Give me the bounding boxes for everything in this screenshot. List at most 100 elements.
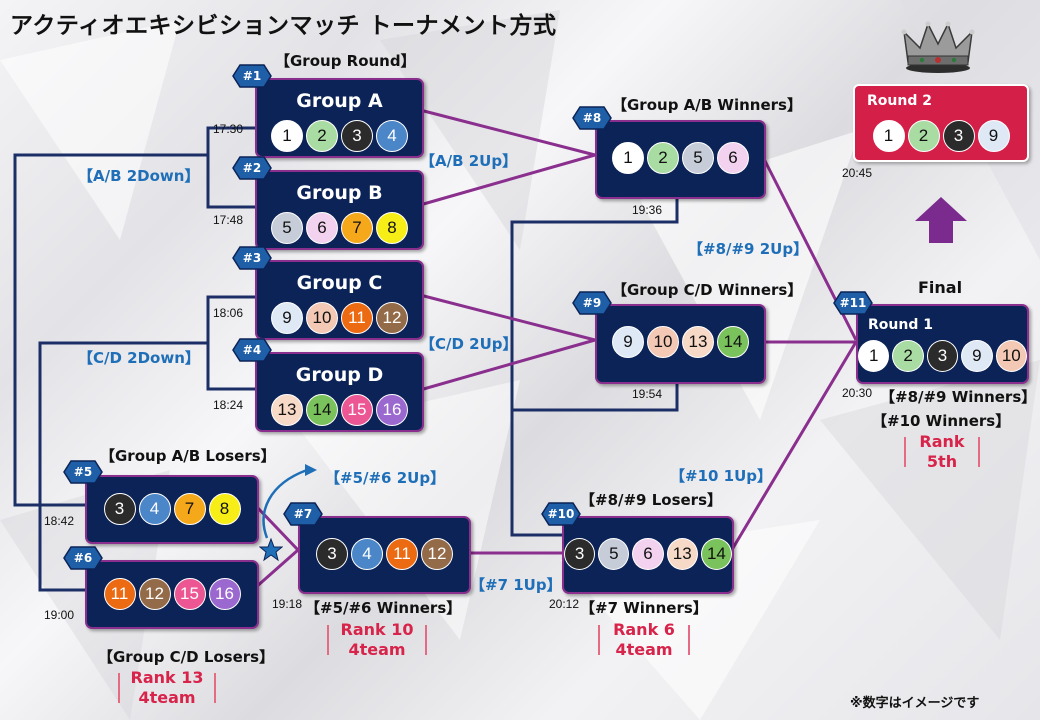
m56-winners-header: 【#5/#6 Winners】: [305, 599, 462, 617]
match-time-m3: 18:06: [213, 306, 244, 320]
m7-1up-label: 【#7 1Up】: [470, 576, 562, 594]
cd-losers-header: 【Group C/D Losers】: [98, 648, 275, 666]
team-ball-10: 10: [995, 340, 1028, 372]
team-ball-1: 1: [271, 120, 303, 152]
match-number-badge-m9: #9: [572, 291, 612, 315]
team-ball-3: 3: [942, 120, 975, 152]
team-ball-2: 2: [892, 340, 924, 372]
round1-label: Round 1: [868, 317, 933, 333]
match-number-badge-m10: #10: [541, 502, 581, 526]
team-ball-6: 6: [306, 212, 338, 244]
match-time-m5: 18:42: [44, 514, 75, 528]
team-ball-2: 2: [907, 120, 940, 152]
team-ball-12: 12: [421, 538, 453, 570]
team-ball-2: 2: [306, 120, 338, 152]
round2-time: 20:45: [842, 166, 873, 180]
star-icon: [258, 537, 284, 562]
match-time-m4: 18:24: [213, 398, 244, 412]
team-ball-14: 14: [700, 538, 733, 570]
team-ball-3: 3: [316, 538, 348, 570]
match-number-badge-m3: #3: [232, 246, 272, 270]
team-ball-13: 13: [682, 326, 714, 358]
team-ball-11: 11: [386, 538, 418, 570]
team-ball-6: 6: [632, 538, 664, 570]
match-time-m11: 20:30: [842, 386, 873, 400]
team-ball-4: 4: [376, 120, 408, 152]
team-ball-14: 14: [717, 326, 749, 358]
team-ball-11: 11: [103, 578, 136, 610]
team-ball-5: 5: [271, 212, 303, 244]
team-ball-12: 12: [138, 578, 171, 610]
ab-losers-header: 【Group A/B Losers】: [100, 447, 276, 465]
ab-2up-label: 【A/B 2Up】: [420, 152, 518, 170]
team-ball-8: 8: [208, 493, 241, 525]
page-title: アクティオエキシビションマッチ トーナメント方式: [10, 13, 557, 39]
team-ball-7: 7: [173, 493, 206, 525]
match-time-m1: 17:30: [213, 122, 244, 136]
m89-losers-header: 【#8/#9 Losers】: [580, 491, 723, 509]
final-header: Final: [918, 278, 963, 297]
crown-icon: [900, 18, 976, 74]
team-ball-8: 8: [376, 212, 408, 244]
team-ball-5: 5: [682, 142, 714, 174]
team-ball-3: 3: [341, 120, 373, 152]
match-number-badge-m4: #4: [232, 338, 272, 362]
match-number-badge-m8: #8: [572, 106, 612, 130]
match-time-m6: 19:00: [44, 608, 75, 622]
team-ball-12: 12: [376, 302, 408, 334]
team-ball-9: 9: [977, 120, 1010, 152]
match-name: Group A: [296, 90, 383, 112]
team-ball-10: 10: [647, 326, 679, 358]
team-ball-1: 1: [612, 142, 644, 174]
match-time-m8: 19:36: [632, 203, 663, 217]
group-round-header: 【Group Round】: [275, 52, 416, 70]
team-ball-9: 9: [961, 340, 993, 372]
team-ball-15: 15: [173, 578, 206, 610]
match-number-badge-m5: #5: [63, 460, 103, 484]
team-ball-1: 1: [872, 120, 905, 152]
team-ball-7: 7: [341, 212, 373, 244]
team-ball-4: 4: [138, 493, 171, 525]
team-ball-2: 2: [647, 142, 679, 174]
team-ball-13: 13: [271, 394, 303, 426]
match-number-badge-m6: #6: [63, 546, 103, 570]
match-name: Group C: [296, 272, 383, 294]
team-ball-3: 3: [926, 340, 959, 372]
m89-winners-header: 【#8/#9 Winners】: [880, 388, 1037, 406]
team-ball-13: 13: [666, 538, 698, 570]
m89-2up-label: 【#8/#9 2Up】: [688, 240, 809, 258]
match-time-m9: 19:54: [632, 387, 663, 401]
team-ball-3: 3: [103, 493, 136, 525]
m7-winners-header: 【#7 Winners】: [580, 599, 708, 617]
m56-2up-label: 【#5/#6 2Up】: [325, 469, 446, 487]
round2-label: Round 2: [867, 93, 932, 109]
cd-2up-label: 【C/D 2Up】: [420, 335, 518, 353]
curved-arrow-icon: [255, 462, 325, 542]
team-ball-9: 9: [271, 302, 303, 334]
match-name: Group D: [295, 364, 384, 386]
m10-1up-label: 【#10 1Up】: [670, 467, 773, 485]
team-ball-15: 15: [341, 394, 373, 426]
ab-winners-header: 【Group A/B Winners】: [612, 96, 802, 114]
team-ball-3: 3: [564, 538, 596, 570]
